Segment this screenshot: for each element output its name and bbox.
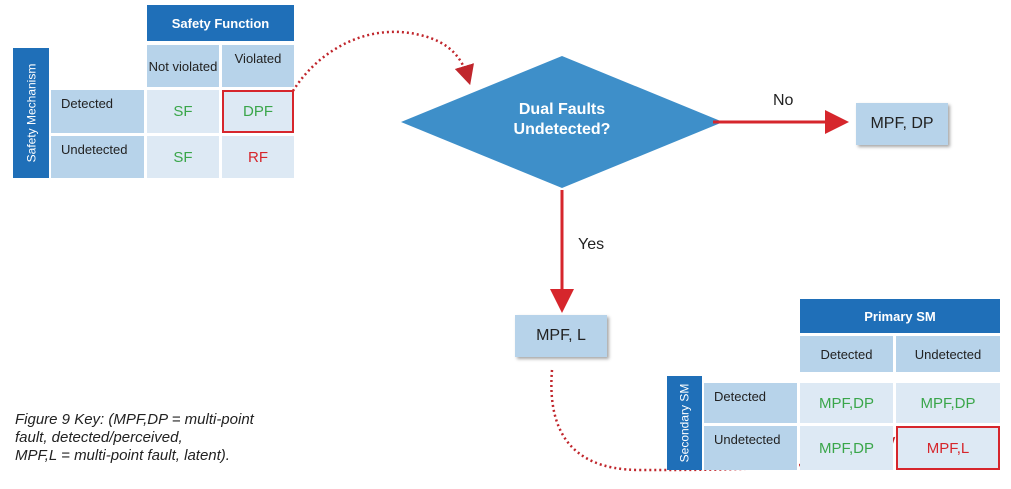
table1-cell-detected-violated: DPF: [222, 90, 294, 133]
table1-header: Safety Function: [147, 5, 294, 41]
table1-col-violated: Violated: [222, 45, 294, 87]
table2-col-undetected: Undetected: [896, 336, 1000, 372]
table2-cell-uu: MPF,L: [896, 426, 1000, 470]
table1-cell-undetected-violated: RF: [222, 136, 294, 178]
table1-cell-detected-not-violated: SF: [147, 90, 219, 133]
yes-label: Yes: [578, 236, 605, 253]
decision-diamond: [401, 56, 723, 188]
table2-row-detected: Detected: [704, 383, 797, 423]
table1-side-header: Safety Mechanism: [13, 48, 49, 178]
table1-cell-undetected-not-violated: SF: [147, 136, 219, 178]
table1-col-not-violated: Not violated: [147, 45, 219, 87]
table2-side-label: Secondary SM: [677, 383, 692, 463]
table2-row-undetected: Undetected: [704, 426, 797, 470]
figure-caption: Figure 9 Key: (MPF,DP = multi-point faul…: [15, 411, 254, 464]
table2-header: Primary SM: [800, 299, 1000, 333]
table1-row-detected: Detected: [51, 90, 144, 133]
no-label: No: [773, 92, 794, 109]
table1-row-undetected: Undetected: [51, 136, 144, 178]
table2-cell-ud: MPF,DP: [800, 426, 893, 470]
table2-cell-du: MPF,DP: [896, 383, 1000, 423]
yes-result-box: MPF, L: [515, 315, 607, 357]
dotted-link-dpf: [278, 30, 474, 119]
decision-text: Dual Faults Undetected?: [513, 101, 611, 138]
table2-cell-dd: MPF,DP: [800, 383, 893, 423]
table2-side-header: Secondary SM: [667, 376, 702, 470]
no-result-box: MPF, DP: [856, 103, 948, 145]
table2-col-detected: Detected: [800, 336, 893, 372]
table1-side-label: Safety Mechanism: [24, 63, 38, 163]
